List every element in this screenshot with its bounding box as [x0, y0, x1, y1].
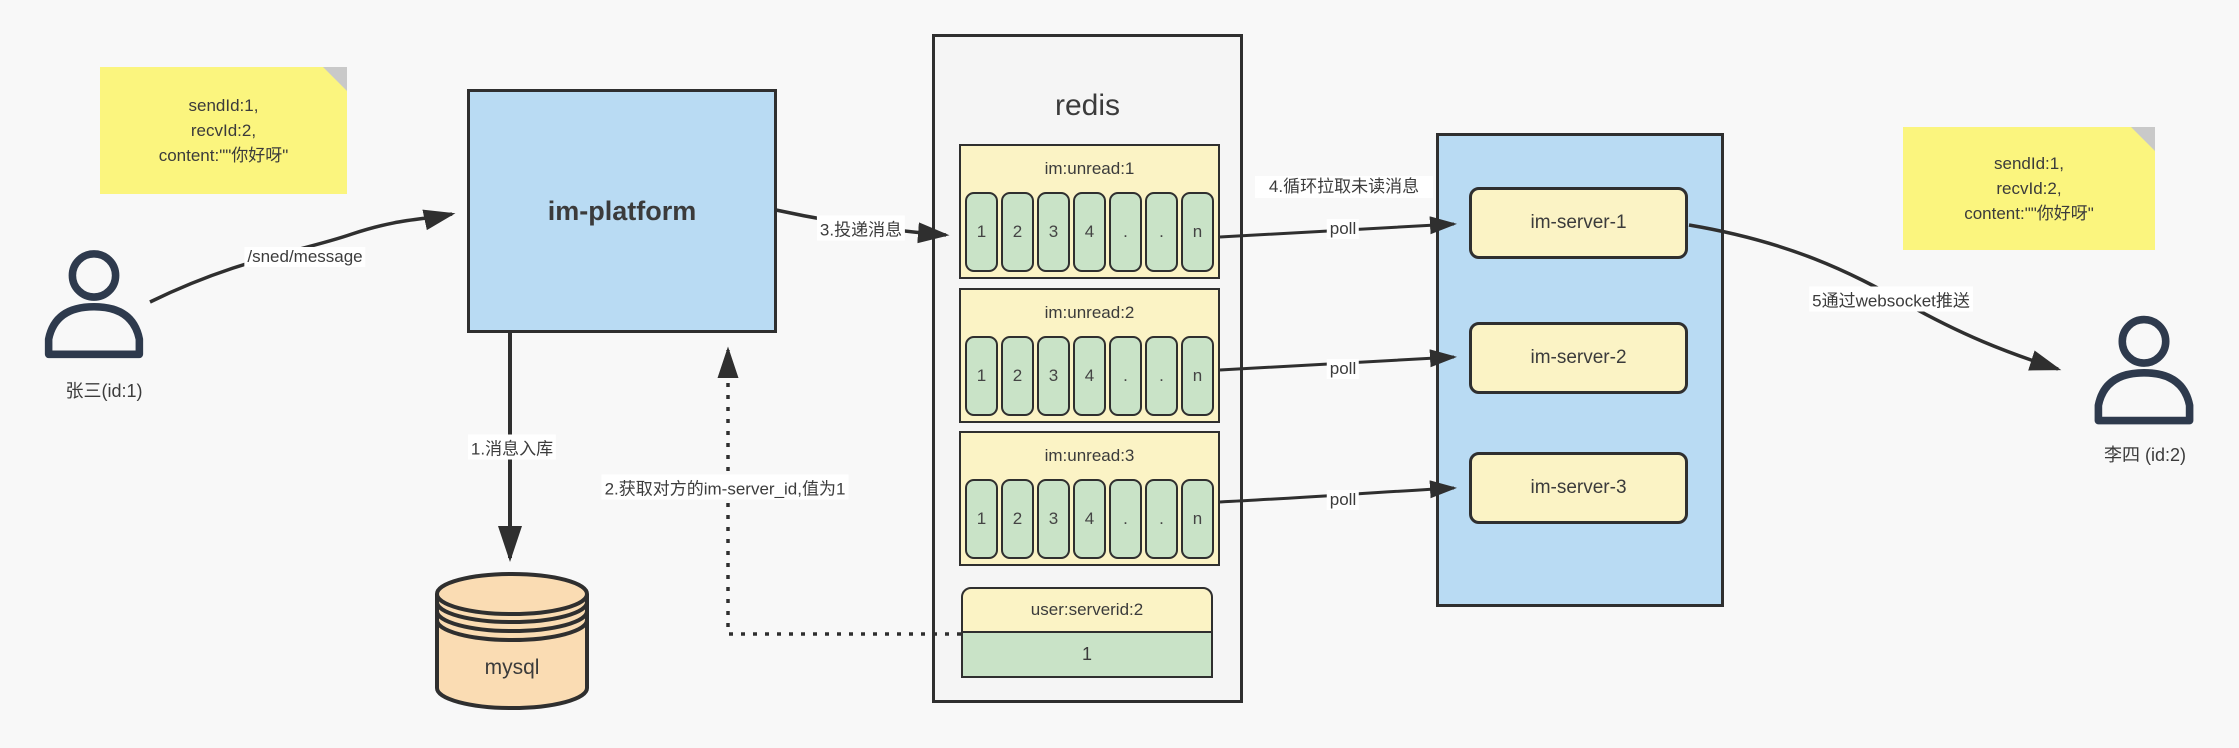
- queue-cell: .: [1109, 336, 1142, 416]
- queue-cell: n: [1181, 336, 1214, 416]
- queue-cell: 3: [1037, 192, 1070, 272]
- edge-label-poll-2: poll: [1326, 359, 1360, 379]
- note-receiver: sendId:1, recvId:2, content:""你好呀": [1903, 127, 2155, 250]
- queue-cell: 2: [1001, 336, 1034, 416]
- queue-cell: .: [1145, 336, 1178, 416]
- user-serverid-value: 1: [961, 633, 1213, 678]
- actor-receiver-label: 李四 (id:2): [2103, 445, 2186, 465]
- folded-corner-icon: [323, 67, 347, 91]
- queue-cell: n: [1181, 479, 1214, 559]
- person-receiver-icon: [2089, 312, 2199, 426]
- edge-label-step1: 1.消息入库: [467, 434, 557, 460]
- queue-name: im:unread:2: [1044, 303, 1135, 322]
- queue-cell: .: [1145, 192, 1178, 272]
- platform-box: im-platform: [467, 89, 777, 333]
- edge-label-poll-1: poll: [1326, 219, 1360, 239]
- queue-name: im:unread:1: [1044, 159, 1135, 178]
- queue-cell: 3: [1037, 479, 1070, 559]
- mysql-cylinder-icon: mysql: [434, 570, 590, 712]
- redis-title: redis: [1054, 89, 1121, 122]
- queue-cell: 2: [1001, 479, 1034, 559]
- queue-name: im:unread:3: [1044, 446, 1135, 465]
- edge-label-step4: 4.循环拉取未读消息: [1255, 176, 1433, 198]
- note-line: sendId:1,: [1994, 154, 2064, 173]
- user-serverid-key: user:serverid:2: [961, 587, 1213, 633]
- note-line: recvId:2,: [190, 121, 257, 140]
- actor-sender-label: 张三(id:1): [65, 381, 143, 401]
- queue-cell: 1: [965, 479, 998, 559]
- redis-queue-2: im:unread:2 1 2 3 4 . . n: [959, 288, 1220, 423]
- queue-cell: 1: [965, 336, 998, 416]
- edge-label-step2: 2.获取对方的im-server_id,值为1: [601, 474, 849, 500]
- user-serverid-box: user:serverid:2 1: [961, 587, 1213, 678]
- queue-cell: 1: [965, 192, 998, 272]
- note-line: sendId:1,: [188, 96, 259, 115]
- queue-cell: 4: [1073, 192, 1106, 272]
- note-line: recvId:2,: [1996, 179, 2062, 198]
- queue-cell: .: [1109, 479, 1142, 559]
- queue-cell: 4: [1073, 336, 1106, 416]
- mysql-label: mysql: [484, 656, 540, 679]
- folded-corner-icon: [2131, 127, 2155, 151]
- queue-cell: n: [1181, 192, 1214, 272]
- queue-cell: .: [1145, 479, 1178, 559]
- edge-label-poll-3: poll: [1326, 490, 1360, 510]
- redis-queue-1: im:unread:1 1 2 3 4 . . n: [959, 144, 1220, 279]
- redis-queue-3: im:unread:3 1 2 3 4 . . n: [959, 431, 1220, 566]
- queue-cell: .: [1109, 192, 1142, 272]
- im-server-1-box: im-server-1: [1469, 187, 1688, 259]
- platform-label: im-platform: [547, 195, 697, 226]
- person-sender-icon: [40, 246, 148, 360]
- queue-cell: 3: [1037, 336, 1070, 416]
- queue-cell: 2: [1001, 192, 1034, 272]
- queue-cell: 4: [1073, 479, 1106, 559]
- note-line: content:""你好呀": [158, 146, 289, 165]
- im-server-3-box: im-server-3: [1469, 452, 1688, 524]
- edge-label-step5: 5通过websocket推送: [1809, 286, 1973, 312]
- edge-label-send-api: /sned/message: [244, 247, 366, 267]
- edge-label-step3: 3.投递消息: [816, 215, 906, 241]
- note-sender: sendId:1, recvId:2, content:""你好呀": [100, 67, 347, 194]
- im-server-2-box: im-server-2: [1469, 322, 1688, 394]
- note-line: content:""你好呀": [1964, 204, 2094, 223]
